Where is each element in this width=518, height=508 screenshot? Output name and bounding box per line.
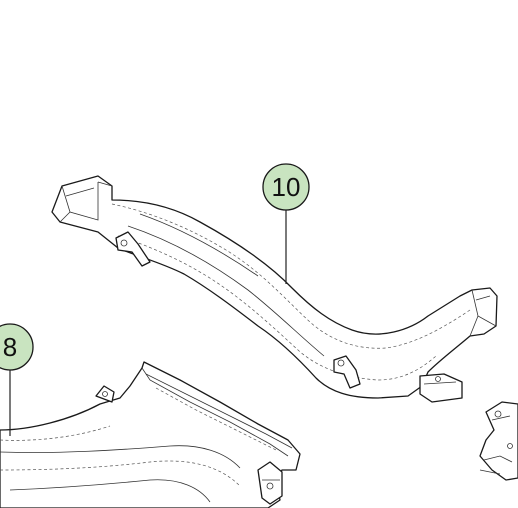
callout-8: 8 xyxy=(0,323,34,436)
callout-10-bubble xyxy=(262,163,310,211)
callout-8-bubble xyxy=(0,323,34,371)
callout-10-label: 10 xyxy=(272,172,301,202)
callout-10: 10 xyxy=(262,163,310,284)
part-right-edge-fragment xyxy=(479,401,518,481)
part-10-duct xyxy=(51,175,498,403)
callout-8-label: 8 xyxy=(3,332,17,362)
part-8-panel xyxy=(0,361,301,508)
